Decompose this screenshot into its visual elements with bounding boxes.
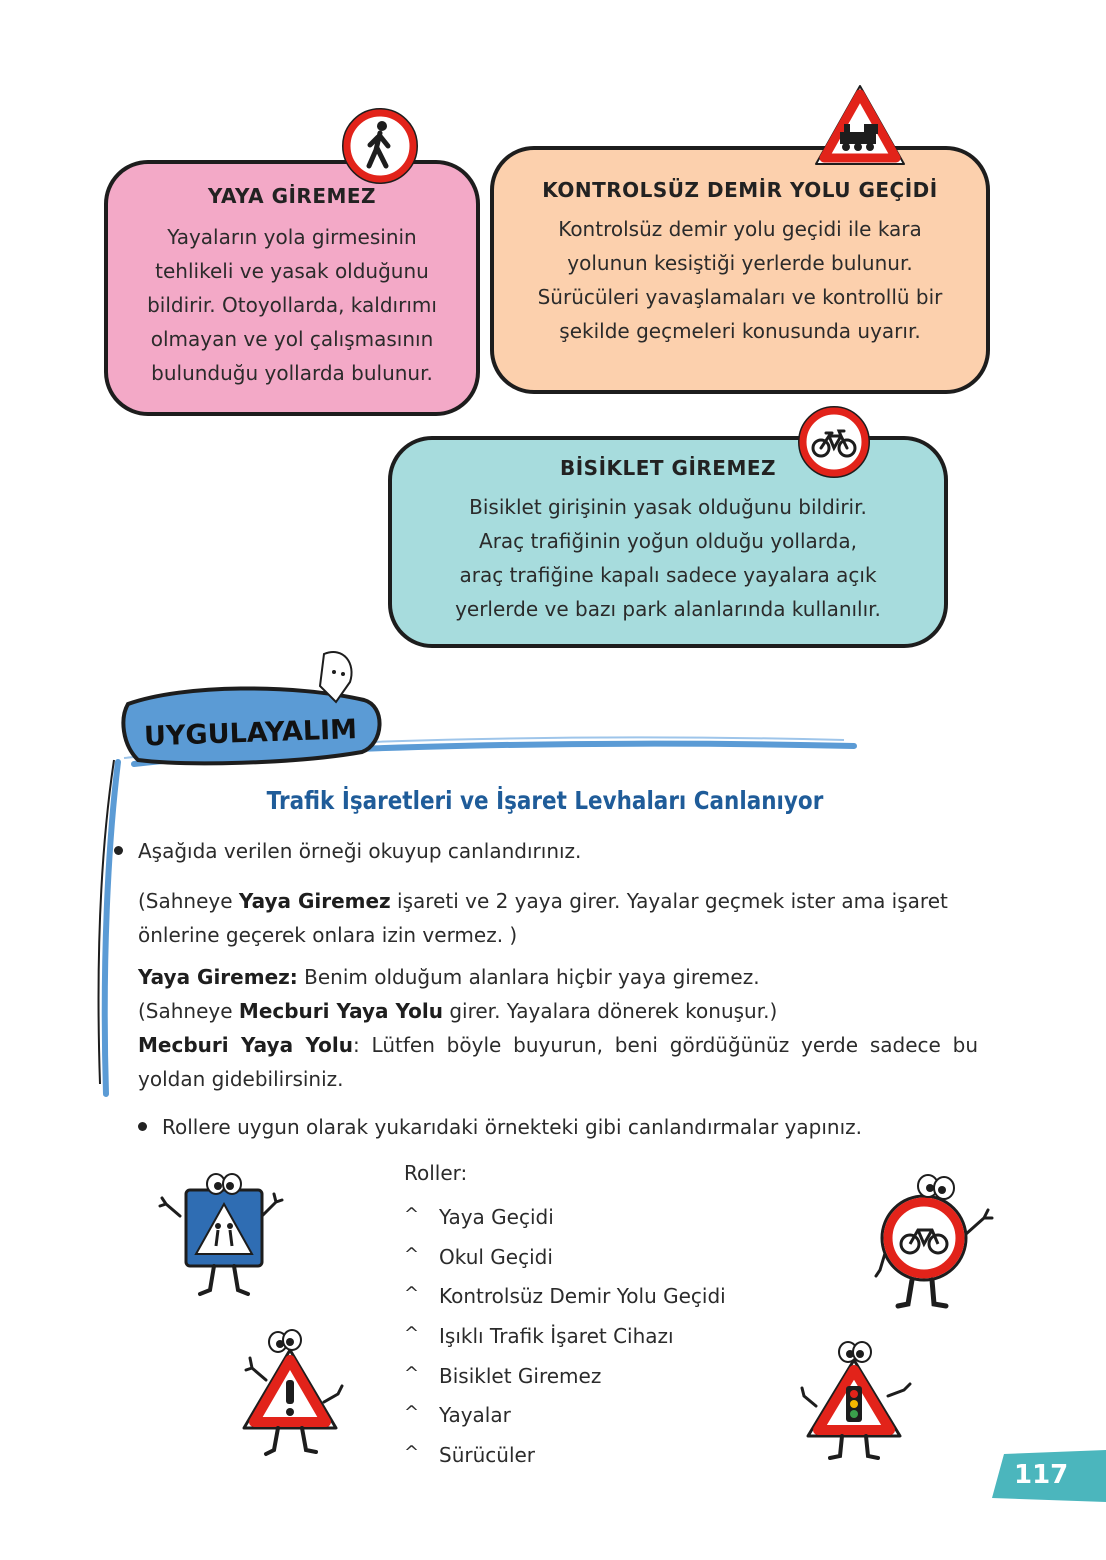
bullet-dot <box>138 1122 147 1131</box>
pedestrian-card-title: YAYA GİREMEZ <box>207 184 377 208</box>
roles-list: ^Yaya Geçidi ^Okul Geçidi ^Kontrolsüz De… <box>404 1200 726 1478</box>
instruction-2: Rollere uygun olarak yukarıdaki örnektek… <box>162 1115 862 1139</box>
bicycle-card-text: Bisiklet girişinin yasak olduğunu bildir… <box>455 495 881 621</box>
role-item: ^Yaya Geçidi <box>404 1204 554 1229</box>
role-item: ^Bisiklet Giremez <box>404 1362 602 1388</box>
roles-heading: Roller: <box>404 1161 468 1185</box>
activity-title: Trafik İşaretleri ve İşaret Levhaları Ca… <box>266 786 824 815</box>
role-item: ^Kontrolsüz Demir Yolu Geçidi <box>404 1283 726 1309</box>
dialog-block: Yaya Giremez: Benim olduğum alanlara hiç… <box>138 960 978 1096</box>
role-item: ^Işıklı Trafik İşaret Cihazı <box>404 1323 674 1349</box>
pedestrian-card: YAYA GİREMEZ Yayaların yola girmesinin t… <box>104 160 480 416</box>
dialog-line-1: Yaya Giremez: Benim olduğum alanlara hiç… <box>138 965 760 989</box>
railway-card: KONTROLSÜZ DEMİR YOLU GEÇİDİ Kontrolsüz … <box>490 146 990 394</box>
traffic-light-sign-character-icon <box>800 1341 912 1460</box>
activity-banner-label: UYGULAYALIM <box>144 714 358 752</box>
railway-card-title: KONTROLSÜZ DEMİR YOLU GEÇİDİ <box>542 178 938 202</box>
page-number: 117 <box>1014 1460 1069 1490</box>
instruction-1: Aşağıda verilen örneği okuyup canlandırı… <box>138 839 582 863</box>
crosswalk-sign-character-icon <box>158 1173 284 1296</box>
warning-sign-character-icon <box>242 1329 344 1456</box>
bicycle-card-title: BİSİKLET GİREMEZ <box>559 456 777 480</box>
no-pedestrian-sign-icon <box>342 108 418 184</box>
role-item: ^Sürücüler <box>404 1442 536 1468</box>
no-bicycle-sign-icon <box>798 406 870 478</box>
railway-crossing-sign-icon <box>815 85 905 165</box>
scene-direction-1: (Sahneye Yaya Giremez işareti ve 2 yaya … <box>138 889 948 947</box>
activity-banner: UYGULAYALIM <box>97 651 857 1097</box>
dialog-line-2: Mecburi Yaya Yolu: Lütfen böyle buyurun,… <box>138 1033 979 1091</box>
page-number-tab <box>992 1450 1106 1502</box>
railway-card-text: Kontrolsüz demir yolu geçidi ile kara yo… <box>537 217 943 343</box>
role-item: ^Okul Geçidi <box>404 1243 553 1269</box>
bicycle-sign-character-icon <box>874 1174 994 1309</box>
pedestrian-card-text: Yayaların yola girmesinin tehlikeli ve y… <box>147 225 437 385</box>
scene-direction-2: (Sahneye Mecburi Yaya Yolu girer. Yayala… <box>138 999 778 1023</box>
role-item: ^Yayalar <box>404 1402 511 1428</box>
bullet-dot <box>114 846 123 855</box>
